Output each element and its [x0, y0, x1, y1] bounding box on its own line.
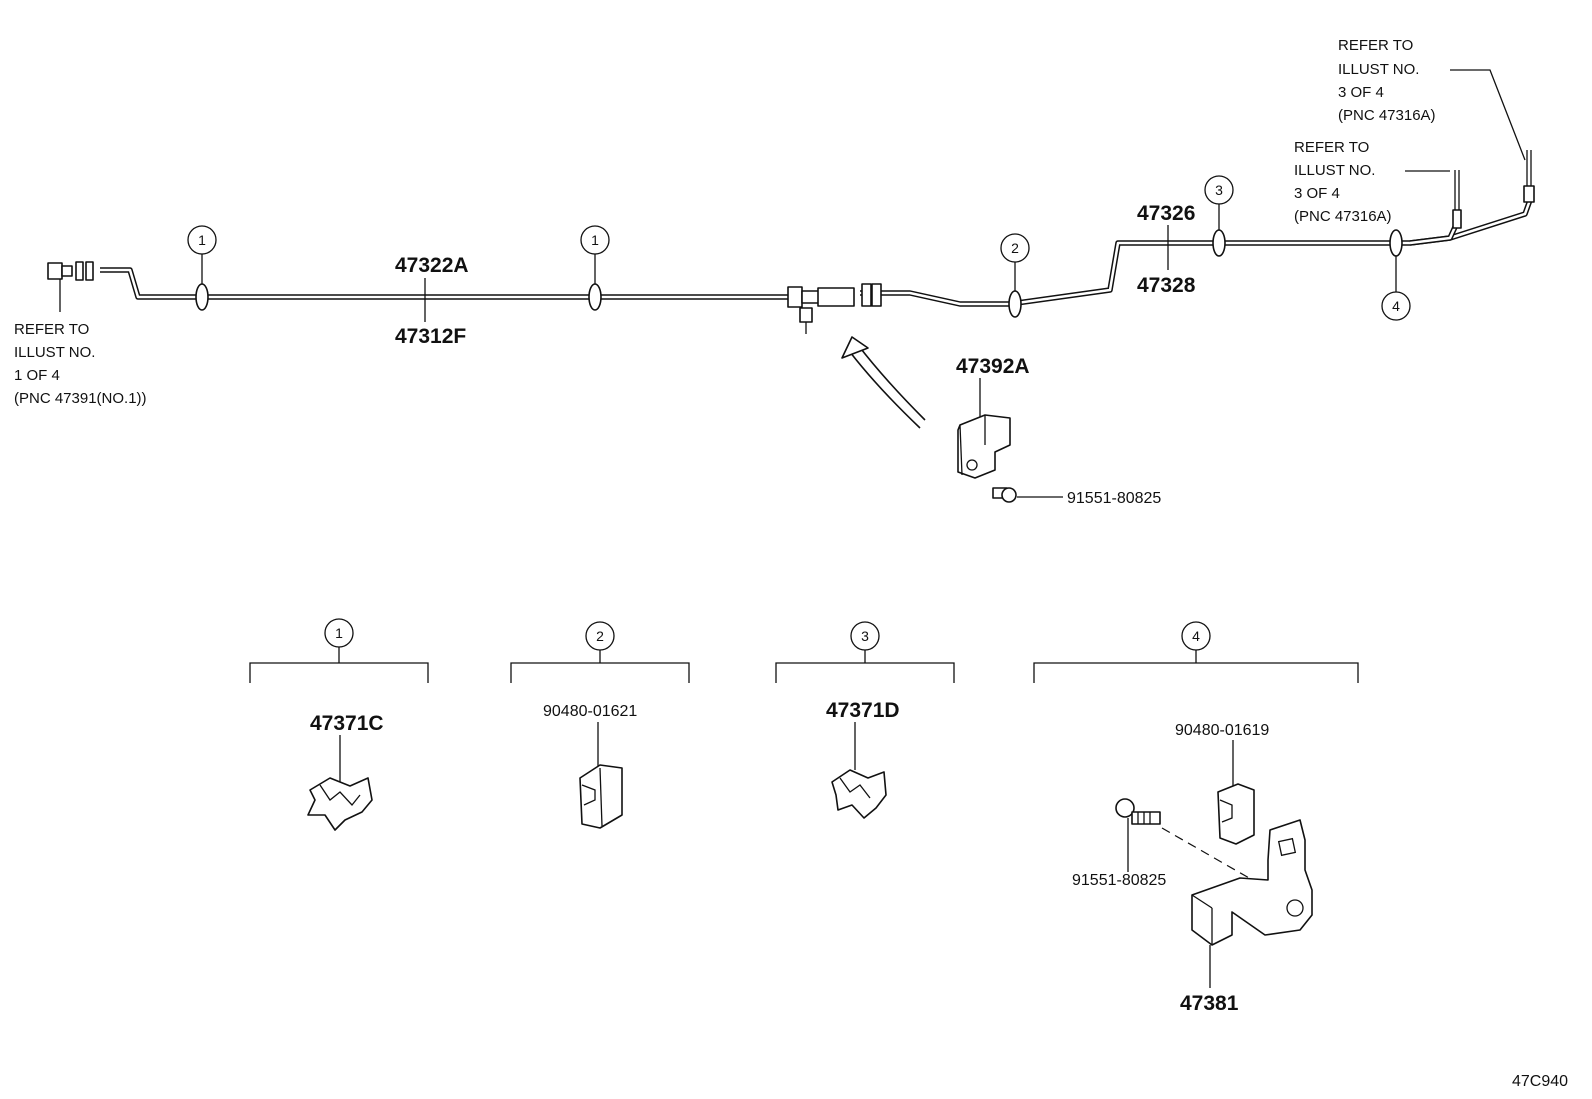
part-91551-80825-clamp: 91551-80825 [1072, 872, 1166, 889]
illustration-code: 47C940 [1512, 1073, 1568, 1090]
brake-tube-assembly [100, 199, 1533, 307]
part-47371C: 47371C [310, 712, 384, 735]
tube-part-labels: 47322A 47312F 47326 47328 [395, 202, 1196, 348]
part-47322A: 47322A [395, 254, 469, 277]
callout-3-tube: 3 [1215, 182, 1223, 198]
note-right-upper-line-3: 3 OF 4 [1338, 84, 1384, 101]
part-90480-01621: 90480-01621 [543, 703, 637, 720]
bolt-91551-80825-bracket: 91551-80825 [992, 487, 1161, 507]
note-right-lower-line-1: REFER TO [1294, 139, 1369, 156]
callout-4-group: 4 [1192, 628, 1200, 644]
note-right-lower-line-2: ILLUST NO. [1294, 162, 1375, 179]
right-tube-fittings [1452, 150, 1535, 229]
tube-union-joint [787, 283, 882, 334]
part-47381: 47381 [1180, 992, 1239, 1015]
callout-4-tube: 4 [1392, 298, 1400, 314]
note-right-lower-refer: REFER TO ILLUST NO. 3 OF 4 (PNC 47316A) [1294, 139, 1450, 225]
callout-3-group: 3 [861, 628, 869, 644]
note-right-upper-line-4: (PNC 47316A) [1338, 107, 1436, 124]
bracket-location-arrow [841, 336, 926, 429]
note-left-line-4: (PNC 47391(NO.1)) [14, 390, 147, 407]
note-right-upper-line-2: ILLUST NO. [1338, 61, 1419, 78]
part-47312F: 47312F [395, 325, 466, 348]
bracket-47381 [1191, 819, 1313, 946]
part-47371D: 47371D [826, 699, 900, 722]
tube-callouts: 1 1 2 3 4 [187, 175, 1411, 321]
clamp-group-4: 4 90480-01619 91551-80825 47381 [1033, 621, 1359, 1015]
note-right-lower-line-4: (PNC 47316A) [1294, 208, 1392, 225]
bolt-91551-80825-clamp [1115, 798, 1271, 891]
bracket-47392A: 47392A [956, 355, 1030, 479]
clamp-group-3: 3 47371D [775, 621, 955, 819]
note-right-upper-line-1: REFER TO [1338, 37, 1413, 54]
clamp-group-1: 1 47371C [249, 618, 429, 831]
callout-2-group: 2 [596, 628, 604, 644]
note-left-line-2: ILLUST NO. [14, 344, 95, 361]
part-47326: 47326 [1137, 202, 1195, 225]
clamp-group-2: 2 90480-01621 [510, 621, 690, 829]
part-91551-80825-bracket: 91551-80825 [1067, 490, 1161, 507]
callout-1-group: 1 [335, 625, 343, 641]
tube-clamp-markers [195, 229, 1403, 318]
left-tube-fitting [47, 261, 94, 312]
callout-2-tube: 2 [1011, 240, 1019, 256]
part-47392A: 47392A [956, 355, 1030, 378]
callout-1-middle: 1 [591, 232, 599, 248]
part-47328: 47328 [1137, 274, 1196, 297]
note-left-line-1: REFER TO [14, 321, 89, 338]
note-right-lower-line-3: 3 OF 4 [1294, 185, 1340, 202]
part-90480-01619: 90480-01619 [1175, 722, 1269, 739]
note-left-refer: REFER TO ILLUST NO. 1 OF 4 (PNC 47391(NO… [14, 321, 147, 407]
callout-1-left: 1 [198, 232, 206, 248]
note-right-upper-refer: REFER TO ILLUST NO. 3 OF 4 (PNC 47316A) [1338, 37, 1526, 161]
note-left-line-3: 1 OF 4 [14, 367, 60, 384]
